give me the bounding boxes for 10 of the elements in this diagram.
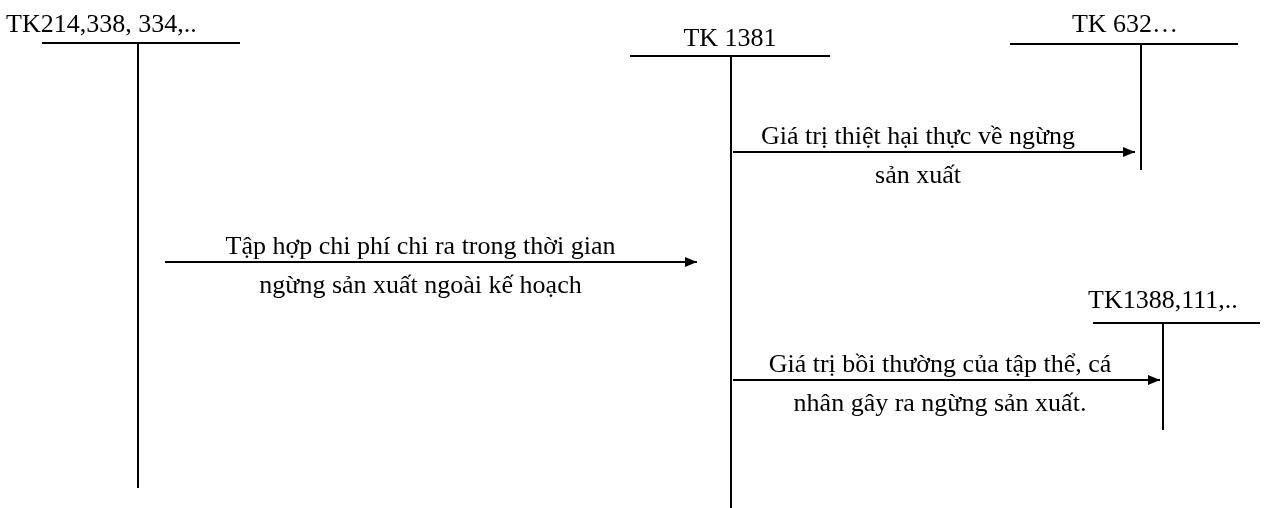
account-label: TK1388,111,.. xyxy=(1088,284,1239,316)
account-label: TK 632… xyxy=(1070,8,1180,40)
arrow xyxy=(164,257,698,267)
account-label: TK214,338, 334,.. xyxy=(6,8,198,40)
edge-label: Giá trị bồi thường của tập thể, cá nhân gây ra ngừng sản xuất. xyxy=(767,348,1113,419)
account-label: TK 1381 xyxy=(682,22,778,54)
edge-label: Tập hợp chi phí chi ra trong thời gian ngừng sản xuất ngoài kế hoạch xyxy=(224,230,617,301)
edge-label: Giá trị thiệt hại thực về ngừng sản xuất xyxy=(759,120,1077,191)
arrow xyxy=(732,147,1136,157)
arrow xyxy=(732,375,1161,385)
